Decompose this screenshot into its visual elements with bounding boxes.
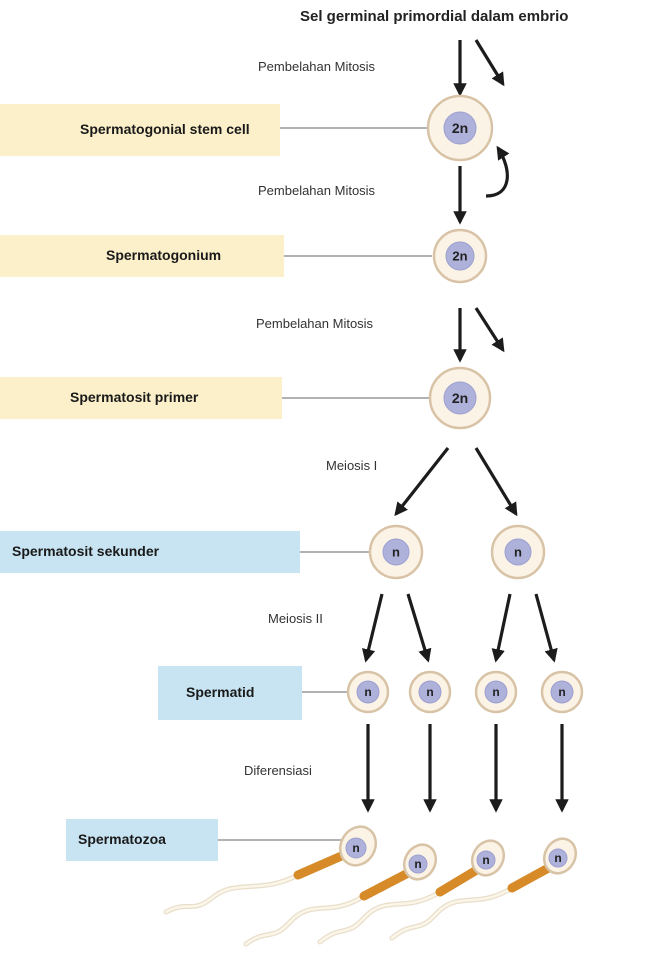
stage-box-secondary: Spermatosit sekunder	[0, 531, 300, 573]
spermatozoon-2: n	[243, 843, 438, 947]
arrow-meiosis-2-c	[491, 593, 512, 663]
self-renew-arrow	[485, 145, 510, 198]
stage-label-stem-cell: Spermatogonial stem cell	[80, 121, 250, 138]
ploidy-label: n	[554, 851, 561, 865]
ploidy-label: n	[482, 853, 489, 867]
cell-secondary-spermatocyte-right: n	[490, 524, 546, 580]
spermatozoon-4: n	[389, 837, 578, 941]
ploidy-label: n	[514, 545, 522, 560]
stage-label-spermatozoa: Spermatozoa	[78, 831, 166, 848]
stage-box-spermatozoa: Spermatozoa	[66, 819, 218, 861]
stage-box-primary: Spermatosit primer	[0, 377, 282, 419]
stage-box-spermatogonium: Spermatogonium	[0, 235, 284, 277]
ploidy-label: 2n	[452, 390, 468, 406]
step-label-meiosis-2: Meiosis II	[268, 611, 323, 626]
arrow-meiosis-1-right	[474, 447, 518, 517]
step-label-mitosis-1: Pembelahan Mitosis	[258, 59, 376, 74]
cell-spermatid-3: n	[474, 670, 518, 714]
spermatozoon-1: n	[163, 825, 378, 915]
ploidy-label: n	[558, 685, 565, 699]
arrow-mitosis-3-branch	[474, 307, 505, 353]
arrow-meiosis-2-d	[534, 593, 558, 663]
cell-primary-spermatocyte: 2n	[428, 366, 492, 430]
stage-label-primary: Spermatosit primer	[70, 389, 199, 406]
stage-label-spermatogonium: Spermatogonium	[106, 247, 222, 264]
stage-label-secondary: Spermatosit sekunder	[12, 543, 160, 560]
cell-secondary-spermatocyte-left: n	[368, 524, 424, 580]
step-label-mitosis-2: Pembelahan Mitosis	[258, 183, 376, 198]
ploidy-label: n	[352, 841, 359, 855]
ploidy-label: n	[426, 685, 433, 699]
cell-spermatogonium: 2n	[432, 228, 488, 284]
stage-box-spermatid: Spermatid	[158, 666, 302, 720]
arrow-meiosis-1-left	[394, 447, 450, 517]
cell-stem: 2n	[426, 94, 494, 162]
step-label-differentiation: Diferensiasi	[244, 763, 312, 778]
cell-spermatid-1: n	[346, 670, 390, 714]
ploidy-label: n	[414, 857, 421, 871]
step-label-mitosis-3: Pembelahan Mitosis	[256, 316, 374, 331]
stage-box-stem-cell: Spermatogonial stem cell	[0, 104, 280, 156]
diagram-title: Sel germinal primordial dalam embrio	[300, 8, 569, 25]
ploidy-label: 2n	[452, 120, 468, 136]
ploidy-label: 2n	[452, 249, 467, 264]
ploidy-label: n	[364, 685, 371, 699]
arrow-meiosis-2-b	[406, 593, 432, 663]
step-label-meiosis-1: Meiosis I	[326, 458, 378, 473]
ploidy-label: n	[492, 685, 499, 699]
arrow-meiosis-2-a	[362, 593, 384, 663]
arrow-mitosis-1-branch	[474, 39, 505, 87]
stage-label-spermatid: Spermatid	[186, 684, 255, 701]
cell-spermatid-4: n	[540, 670, 584, 714]
spermatozoon-3: n	[317, 839, 506, 945]
ploidy-label: n	[392, 545, 400, 560]
cell-spermatid-2: n	[408, 670, 452, 714]
